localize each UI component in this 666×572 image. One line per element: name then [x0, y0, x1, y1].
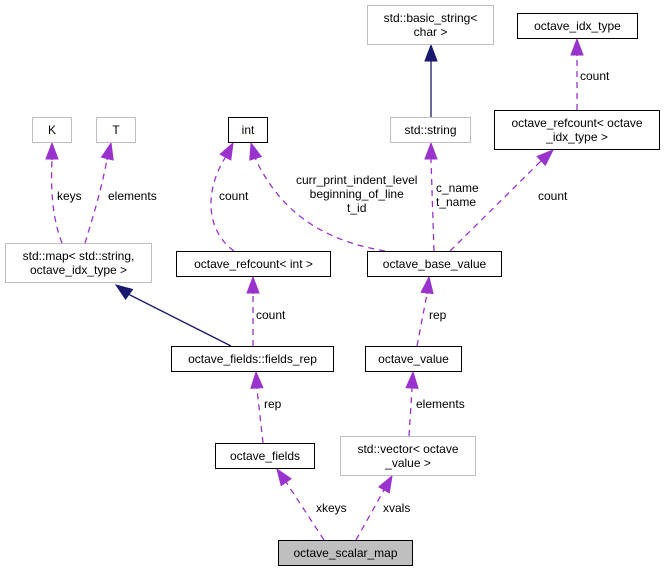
edge-label-rep-base-value: rep — [429, 308, 447, 322]
edge-label-c-name-t-name: c_name t_name — [436, 181, 479, 209]
node-std-map[interactable]: std::map< std::string, octave_idx_type > — [5, 243, 152, 283]
edge-std_map-to-T — [84, 159, 108, 244]
node-label: octave_idx_type — [534, 19, 621, 33]
node-octave-refcount-int[interactable]: octave_refcount< int > — [176, 251, 331, 277]
arrowhead-icon — [276, 467, 292, 487]
arrowhead-icon — [114, 284, 134, 301]
edge-label-count-refcount-idx: count — [538, 189, 568, 203]
arrowhead-icon — [45, 141, 59, 160]
edge-label-xvals: xvals — [383, 501, 411, 515]
node-T[interactable]: T — [96, 117, 136, 143]
arrowhead-icon — [570, 37, 584, 56]
node-std-string[interactable]: std::string — [390, 117, 471, 143]
arrowhead-icon — [536, 149, 555, 167]
arrowhead-icon — [100, 141, 114, 161]
arrowhead-icon — [250, 370, 264, 389]
node-label: octave_base_value — [382, 257, 487, 271]
node-octave-scalar-map[interactable]: octave_scalar_map — [278, 540, 413, 566]
node-label: std::basic_string< char > — [383, 11, 478, 39]
edge-std_map-to-K — [50, 159, 63, 244]
arrowhead-icon — [405, 370, 419, 389]
arrowhead-icon — [420, 275, 434, 295]
edge-base_value-to-std_string — [430, 159, 435, 252]
node-std-vector[interactable]: std::vector< octave _value > — [340, 436, 476, 476]
node-label: octave_refcount< int > — [194, 257, 313, 271]
edge-label-keys: keys — [57, 189, 82, 203]
node-label: octave_refcount< octave _idx_type > — [511, 116, 643, 144]
edge-label-rep-fields-rep: rep — [264, 397, 282, 411]
arrowhead-icon — [246, 275, 260, 294]
node-octave-value[interactable]: octave_value — [365, 346, 462, 372]
node-octave-idx-type[interactable]: octave_idx_type — [517, 13, 638, 39]
node-octave-base-value[interactable]: octave_base_value — [367, 251, 502, 277]
edge-fields_rep-to-std_map — [129, 294, 232, 347]
edge-label-elements-t: elements — [108, 189, 157, 203]
arrowhead-icon — [249, 141, 263, 161]
edge-base_value-to-int — [255, 159, 386, 252]
edge-refcount_int-to-int — [210, 157, 235, 252]
edge-octave_fields-to-fields_rep — [256, 388, 264, 444]
node-label: octave_fields — [229, 449, 301, 463]
node-octave-fields[interactable]: octave_fields — [215, 443, 315, 469]
node-K[interactable]: K — [32, 117, 72, 143]
node-label: T — [112, 123, 120, 137]
edge-label-base-value-int: curr_print_indent_level beginning_of_lin… — [296, 173, 418, 215]
node-label: K — [47, 123, 56, 137]
node-label: int — [241, 123, 255, 137]
node-octave-refcount-idx-type[interactable]: octave_refcount< octave _idx_type > — [494, 110, 660, 150]
node-label: std::string — [404, 123, 457, 137]
node-label: std::map< std::string, octave_idx_type > — [22, 249, 135, 277]
edge-octave_value-to-base_value — [416, 293, 428, 347]
edge-label-xkeys: xkeys — [316, 501, 347, 515]
arrowhead-icon — [424, 141, 438, 160]
edge-scalar_map-to-std_vector — [355, 489, 385, 541]
node-label: octave_value — [378, 352, 449, 366]
node-int[interactable]: int — [228, 117, 268, 143]
node-label: octave_scalar_map — [293, 546, 398, 560]
edge-label-count-refcount-int: count — [256, 308, 286, 322]
arrowhead-icon — [424, 43, 438, 62]
edge-label-count-idx-type: count — [580, 69, 610, 83]
arrowhead-icon — [219, 141, 234, 161]
arrowhead-icon — [377, 474, 393, 494]
edge-std_vector-to-octave_value — [408, 388, 413, 437]
node-octave-fields-rep[interactable]: octave_fields::fields_rep — [171, 346, 334, 372]
node-std-basic-string[interactable]: std::basic_string< char > — [367, 5, 494, 45]
edge-label-count-int: count — [219, 189, 249, 203]
node-label: octave_fields::fields_rep — [188, 352, 317, 366]
edge-scalar_map-to-octave_fields — [285, 481, 325, 541]
node-label: std::vector< octave _value > — [357, 442, 459, 470]
edge-label-elements-octave-value: elements — [416, 397, 465, 411]
